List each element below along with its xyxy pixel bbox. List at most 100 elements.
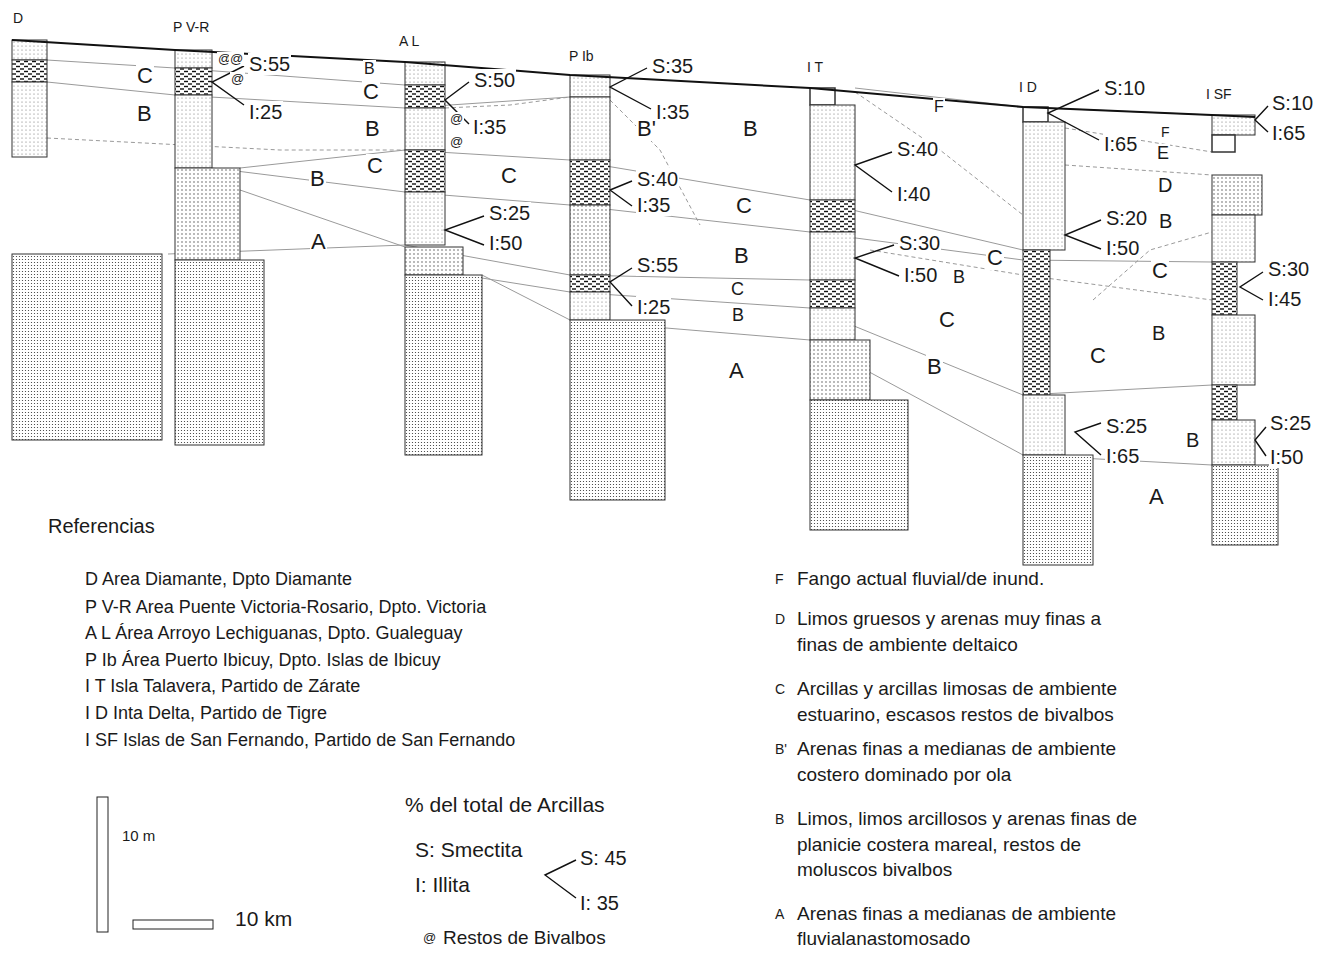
clay-ratio: I:40	[896, 183, 931, 205]
unit-description: Limos gruesos y arenas muy finas a finas…	[797, 606, 1107, 657]
ratio-leaders	[212, 66, 1268, 898]
clay-ratio: S:25	[1269, 412, 1312, 434]
unit-description: Fango actual fluvial/de inund.	[797, 566, 1044, 592]
clay-ratio: I:65	[1271, 122, 1306, 144]
clay-ratio: S:40	[636, 168, 679, 190]
unit-letter: B	[364, 117, 381, 141]
vertical-scale-bar	[97, 797, 108, 932]
column-name: I D	[1018, 80, 1038, 95]
unit-letter: D	[1157, 174, 1173, 196]
area-reference: P Ib Área Puerto Ibicuy, Dpto. Islas de …	[85, 648, 441, 672]
unit-letter: F	[1160, 125, 1171, 140]
column-name: I SF	[1205, 87, 1233, 102]
legend-text: I: Illita	[415, 871, 470, 899]
unit-letter: A	[310, 230, 327, 254]
area-reference: D Area Diamante, Dpto Diamante	[85, 567, 352, 591]
area-reference: I D Inta Delta, Partido de Tigre	[85, 701, 327, 725]
unit-letter: B	[952, 268, 966, 288]
bivalve-mark: @	[423, 929, 436, 947]
unit-letter: B	[1158, 210, 1173, 232]
clay-ratio: S:20	[1105, 207, 1148, 229]
scale-label: 10 m	[122, 826, 155, 846]
area-reference: P V-R Area Puente Victoria-Rosario, Dpto…	[85, 595, 486, 619]
clay-ratio: I:50	[903, 264, 938, 286]
clay-ratio: I:65	[1105, 445, 1140, 467]
legend-heading: Referencias	[48, 513, 155, 540]
stratigraphic-columns	[12, 40, 1278, 565]
unit-letter: A	[728, 359, 745, 383]
column-name: P Ib	[568, 49, 595, 64]
clay-ratio: I:45	[1267, 288, 1302, 310]
unit-letter: B'	[636, 117, 657, 141]
clay-ratio: S:10	[1271, 92, 1314, 114]
clay-ratio: I:35	[636, 194, 671, 216]
unit-letter: B	[363, 60, 376, 78]
unit-letter: B	[731, 306, 745, 326]
unit-letter: C	[938, 308, 956, 332]
unit-letter: B	[136, 102, 153, 126]
clay-ratio: S:30	[1267, 258, 1310, 280]
clay-ratio: S:25	[1105, 415, 1148, 437]
unit-letter: C	[735, 194, 753, 218]
unit-letter: A	[775, 905, 784, 924]
clay-ratio: I:50	[1269, 446, 1304, 468]
area-reference: I T Isla Talavera, Partido de Zárate	[85, 674, 360, 698]
clay-ratio: S:25	[488, 202, 531, 224]
unit-description: Arenas finas a medianas de ambiente fluv…	[797, 901, 1142, 952]
bivalve-mark: @	[449, 112, 464, 126]
unit-letter: B	[733, 244, 750, 268]
ground-surface	[12, 40, 1255, 117]
unit-letter: B	[1151, 322, 1166, 344]
clay-ratio: S:50	[473, 69, 516, 91]
legend-heading: % del total de Arcillas	[405, 791, 605, 819]
clay-ratio: I:65	[1103, 133, 1138, 155]
clay-ratio: I:50	[1105, 237, 1140, 259]
clay-ratio: I:35	[472, 116, 507, 138]
legend-text: S: Smectita	[415, 836, 522, 864]
horizontal-scale-bar	[133, 920, 213, 929]
unit-description: Arcillas y arcillas limosas de ambiente …	[797, 676, 1152, 727]
unit-letter: C	[986, 246, 1004, 270]
unit-letter: B	[309, 167, 326, 191]
unit-letter: B	[742, 117, 759, 141]
unit-letter: F	[933, 98, 945, 116]
clay-ratio: I:50	[488, 232, 523, 254]
unit-letter: C	[775, 680, 785, 699]
unit-description: Limos, limos arcillosos y arenas finas d…	[797, 806, 1142, 883]
area-reference: I SF Islas de San Fernando, Partido de S…	[85, 728, 515, 752]
column-name: D	[12, 11, 24, 26]
unit-letter: F	[775, 570, 784, 589]
clay-ratio: I: 35	[580, 890, 619, 917]
clay-ratio: S:55	[636, 254, 679, 276]
clay-ratio: I:25	[636, 296, 671, 318]
unit-letter: C	[366, 154, 384, 178]
scale-label: 10 km	[235, 905, 292, 933]
unit-letter: B	[926, 355, 943, 379]
clay-ratio: S:10	[1103, 77, 1146, 99]
unit-letter: E	[1156, 144, 1170, 164]
unit-letter: D	[775, 610, 785, 629]
unit-letter: A	[1148, 485, 1165, 509]
column-name: A L	[398, 34, 420, 49]
unit-letter: B'	[775, 740, 787, 759]
column-name: I T	[806, 60, 824, 75]
column-name: P V-R	[172, 20, 210, 35]
clay-ratio: S:40	[896, 138, 939, 160]
unit-letter: C	[1089, 344, 1107, 368]
unit-description: Arenas finas a medianas de ambiente cost…	[797, 736, 1142, 787]
clay-ratio: S:30	[898, 232, 941, 254]
bivalve-mark: @	[229, 52, 244, 66]
clay-ratio: S: 45	[580, 845, 627, 872]
unit-letter: B	[1185, 429, 1200, 451]
clay-ratio: I:35	[655, 101, 690, 123]
unit-letter: C	[500, 164, 518, 188]
area-reference: A L Área Arroyo Lechiguanas, Dpto. Guale…	[85, 621, 463, 645]
clay-ratio: I:25	[248, 101, 283, 123]
unit-letter: C	[136, 64, 154, 88]
unit-letter: C	[1151, 259, 1169, 283]
clay-ratio: S:55	[248, 53, 291, 75]
unit-letter: C	[362, 80, 380, 104]
unit-letter: C	[730, 280, 745, 300]
bivalve-mark: @	[449, 135, 464, 149]
clay-ratio: S:35	[651, 55, 694, 77]
